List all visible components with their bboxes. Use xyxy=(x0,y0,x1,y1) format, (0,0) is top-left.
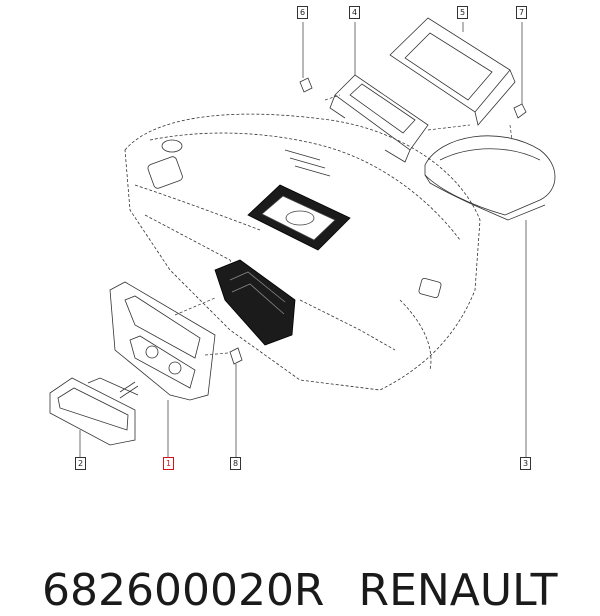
exploded-parts-diagram xyxy=(49,17,556,457)
display-bezel-frame xyxy=(389,17,516,126)
brand-name: RENAULT xyxy=(358,565,558,616)
control-panel-bezel xyxy=(109,281,216,401)
dashboard-vents xyxy=(147,139,442,299)
callout-6: 6 xyxy=(297,6,308,19)
clip-part-7 xyxy=(513,103,527,119)
part-number: 682600020R xyxy=(41,565,325,616)
callout-8: 8 xyxy=(230,457,241,470)
center-console-panel xyxy=(214,259,296,346)
callout-2: 2 xyxy=(75,457,86,470)
callout-7: 7 xyxy=(516,6,527,19)
part-caption: 682600020R RENAULT xyxy=(14,514,594,616)
callout-3: 3 xyxy=(520,457,531,470)
assembly-arrows xyxy=(174,94,513,356)
leader-lines xyxy=(79,22,527,457)
dashboard-outline xyxy=(124,113,481,391)
clip-part-8 xyxy=(229,347,243,365)
clip-part-6 xyxy=(299,77,313,93)
callout-1: 1 xyxy=(163,457,174,470)
display-bracket xyxy=(329,74,429,163)
callout-5: 5 xyxy=(457,6,468,19)
callout-4: 4 xyxy=(349,6,360,19)
storage-tray xyxy=(49,377,139,446)
display-screen xyxy=(424,135,556,221)
